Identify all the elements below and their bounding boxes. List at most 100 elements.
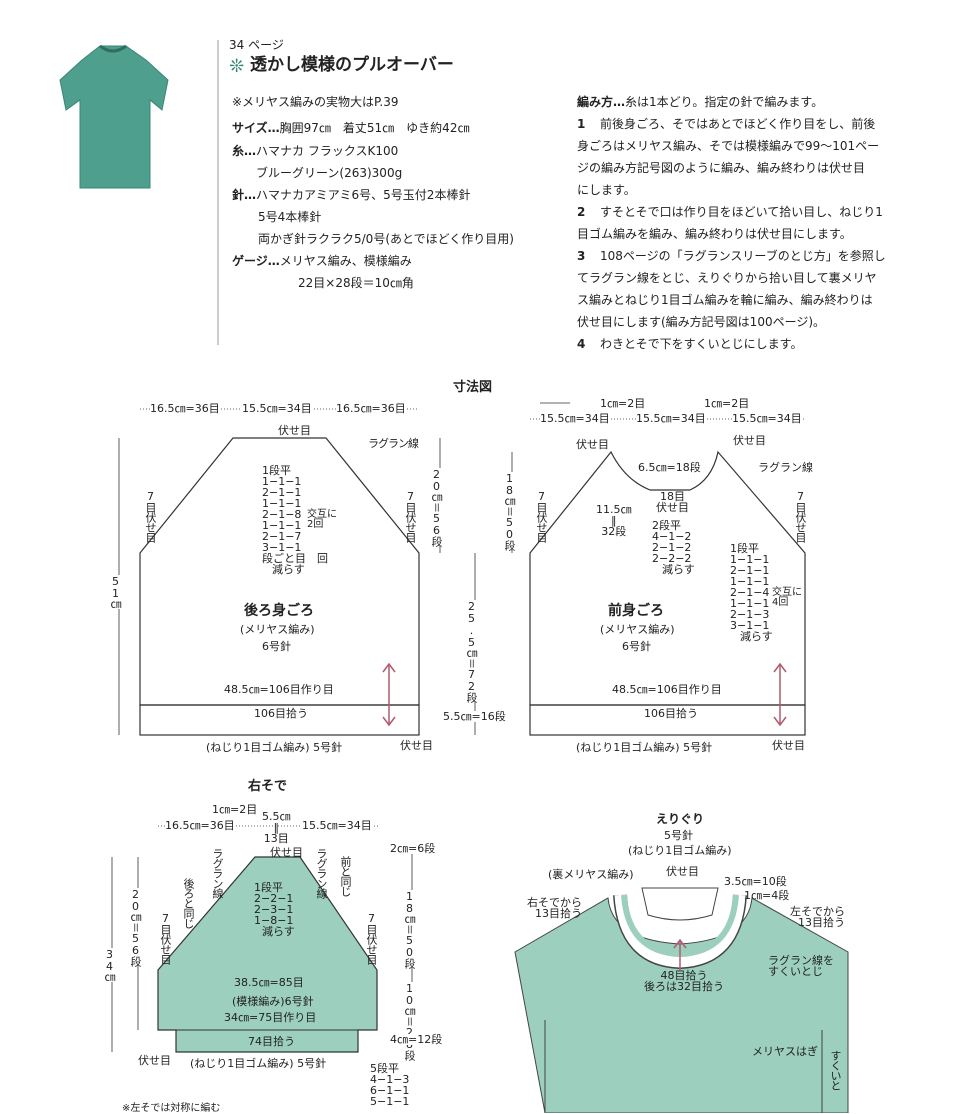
collar-graft-label: メリヤスはぎ xyxy=(752,1045,818,1058)
front-bind-left: 伏せ目 xyxy=(576,438,609,451)
front-neck-bind: 18目伏せ目 xyxy=(656,490,689,514)
front-neck-height: 11.5㎝‖32段 xyxy=(596,503,632,538)
sleeve-top-height: 20㎝＝56段 xyxy=(129,888,142,966)
sleeve-top-dim: 15.5㎝=34目 xyxy=(302,819,372,832)
back-piece-name: 後ろ身ごろ xyxy=(244,603,314,619)
sleeve-right-dim: 10㎝＝28段 xyxy=(403,982,416,1060)
back-bind-top: 伏せ目 xyxy=(278,424,311,437)
front-side-bind-right: 7目伏せ目 xyxy=(794,490,807,542)
back-top-dim: 16.5㎝=36目 xyxy=(336,402,406,415)
sleeve-stitch: (模様編み)6号針 xyxy=(232,995,314,1008)
sleeve-back-side: 後ろと同じ xyxy=(182,878,195,928)
snowflake-icon: ❊ xyxy=(229,56,245,77)
back-side-bind-right: 7目伏せ目 xyxy=(404,490,417,542)
front-top-dim: 15.5㎝=34目 xyxy=(540,412,610,425)
sleeve-bind-left: 伏せ目 xyxy=(138,1054,171,1067)
front-top-dim: 15.5㎝=34目 xyxy=(636,412,706,425)
back-side-bind-left: 7目伏せ目 xyxy=(144,490,157,542)
front-bind-right: 伏せ目 xyxy=(733,434,766,447)
sleeve-footnote: ※左そでは対称に編む xyxy=(122,1103,221,1114)
spec-gauge: ゲージ…メリヤス編み、模様編み xyxy=(232,254,412,268)
collar-raglan-note: ラグラン線をすくいとじ xyxy=(768,954,834,978)
sleeve-bind-top: 伏せ目 xyxy=(270,846,303,859)
step-number: 4 xyxy=(577,337,586,351)
front-rib-label: (ねじり1目ゴム編み) 5号針 xyxy=(576,741,713,754)
collar-bind: 伏せ目 xyxy=(666,865,699,878)
front-bind-bottom: 伏せ目 xyxy=(772,739,805,752)
front-top-small: 1㎝=2目 xyxy=(704,397,750,410)
front-rib xyxy=(529,704,806,736)
method-line: 108ページの「ラグランスリーブのとじ方」を参照し xyxy=(600,249,886,263)
sweater-thumbnail xyxy=(59,44,169,189)
sleeve-right-dim: 18㎝＝50段 xyxy=(403,890,416,968)
back-bind-bottom: 伏せ目 xyxy=(400,739,433,752)
step-number: 3 xyxy=(577,249,586,263)
collar-title: えりぐり xyxy=(656,812,705,826)
method-intro: 編み方…糸は1本どり。指定の針で編みます。 xyxy=(577,95,824,109)
front-top-dim: 15.5㎝=34目 xyxy=(732,412,802,425)
sleeve-right-dim: 2㎝=6段 xyxy=(390,842,436,855)
front-stitch: (メリヤス編み) xyxy=(600,623,675,636)
collar-needle: 5号針 xyxy=(664,829,693,842)
back-needle: 6号針 xyxy=(262,640,291,653)
front-piece-name: 前身ごろ xyxy=(608,603,664,619)
collar-dim-2: 1㎝=4段 xyxy=(744,889,790,902)
back-rib-label: (ねじり1目ゴム編み) 5号針 xyxy=(206,741,343,754)
back-cast-on: 48.5㎝=106目作り目 xyxy=(224,683,334,696)
back-pickup: 106目拾う xyxy=(254,707,308,720)
spec-size: サイズ…胸囲97㎝ 着丈51㎝ ゆき約42㎝ xyxy=(232,121,470,135)
sleeve-top-mid: 5.5㎝‖13目 xyxy=(262,810,291,845)
sleeve-raglan-left: ラグラン線 xyxy=(211,848,224,898)
back-rib xyxy=(139,704,420,736)
collar-reverse: (裏メリヤス編み) xyxy=(548,868,634,881)
spec-note: ※メリヤス編みの実物大はP.39 xyxy=(232,95,399,109)
back-rib-height: 5.5㎝=16段 xyxy=(443,710,506,723)
step-number: 2 xyxy=(577,205,586,219)
front-neck-width: 6.5㎝=18段 xyxy=(638,461,701,474)
spec-gauge-2: 22目×28段＝10㎝角 xyxy=(298,276,414,290)
front-raglan-label: ラグラン線 xyxy=(758,461,813,474)
spec-needle-3: 両かぎ針ラクラク5/0号(あとでほどく作り目用) xyxy=(258,232,514,246)
front-side-bind-left: 7目伏せ目 xyxy=(535,490,548,542)
method-line: てラグラン線をとじ、えりぐりから拾い目して裏メリヤ xyxy=(577,271,877,285)
collar-bottom-pickup: 48目拾う後ろは32目拾う xyxy=(644,969,724,993)
page-title: 透かし模様のプルオーバー xyxy=(250,55,454,75)
diagram-title: 寸法図 xyxy=(453,380,493,395)
method-line: 身ごろはメリヤス編み、そでは模様編みで99～101ペー xyxy=(577,139,880,153)
back-yoke-height: 20㎝＝56段 xyxy=(430,468,443,546)
collar-stitch: (ねじり1目ゴム編み) xyxy=(628,844,732,857)
spec-yarn-color: ブルーグリーン(263)300g xyxy=(256,166,403,180)
collar-sukui-label: すくいと xyxy=(829,1050,842,1090)
collar-illustration xyxy=(514,887,849,1113)
front-yoke-height: 18㎝＝50段 xyxy=(503,472,516,550)
sleeve-top-small: 1㎝=2目 xyxy=(212,803,258,816)
back-body-height: 25.5㎝＝72段 xyxy=(465,600,478,702)
page-reference: 34 ページ xyxy=(229,38,284,52)
sleeve-cast-on: 34㎝=75目作り目 xyxy=(224,1011,317,1024)
back-top-dim: 15.5㎝=34目 xyxy=(242,402,312,415)
spec-yarn: 糸…ハマナカ フラックスK100 xyxy=(232,144,399,158)
sleeve-raglan-right: ラグラン線 xyxy=(315,848,328,898)
method-line: すそとそで口は作り目をほどいて拾い目し、ねじり1 xyxy=(600,205,883,219)
front-pickup: 106目拾う xyxy=(644,707,698,720)
method-line: 前後身ごろ、そではあとでほどく作り目をし、前後 xyxy=(600,117,876,131)
front-top-small: 1㎝=2目 xyxy=(600,397,646,410)
method-line: 伏せ目にします(編み方記号図は100ページ)。 xyxy=(577,315,826,329)
method-line: にします。 xyxy=(577,183,636,197)
back-top-dim: 16.5㎝=36目 xyxy=(150,402,220,415)
collar-dim-1: 3.5㎝=10段 xyxy=(724,875,787,888)
method-line: ス編みとねじり1目ゴム編みを輪に編み、編み終わりは xyxy=(577,293,873,307)
method-line: わきとそで下をすくいとじにします。 xyxy=(600,337,803,351)
back-height-total: 51㎝ xyxy=(109,575,122,609)
sleeve-right-dim: 4㎝=12段 xyxy=(390,1033,443,1046)
sleeve-rib-label: (ねじり1目ゴム編み) 5号針 xyxy=(190,1057,327,1070)
spec-needle-2: 5号4本棒針 xyxy=(258,210,322,224)
